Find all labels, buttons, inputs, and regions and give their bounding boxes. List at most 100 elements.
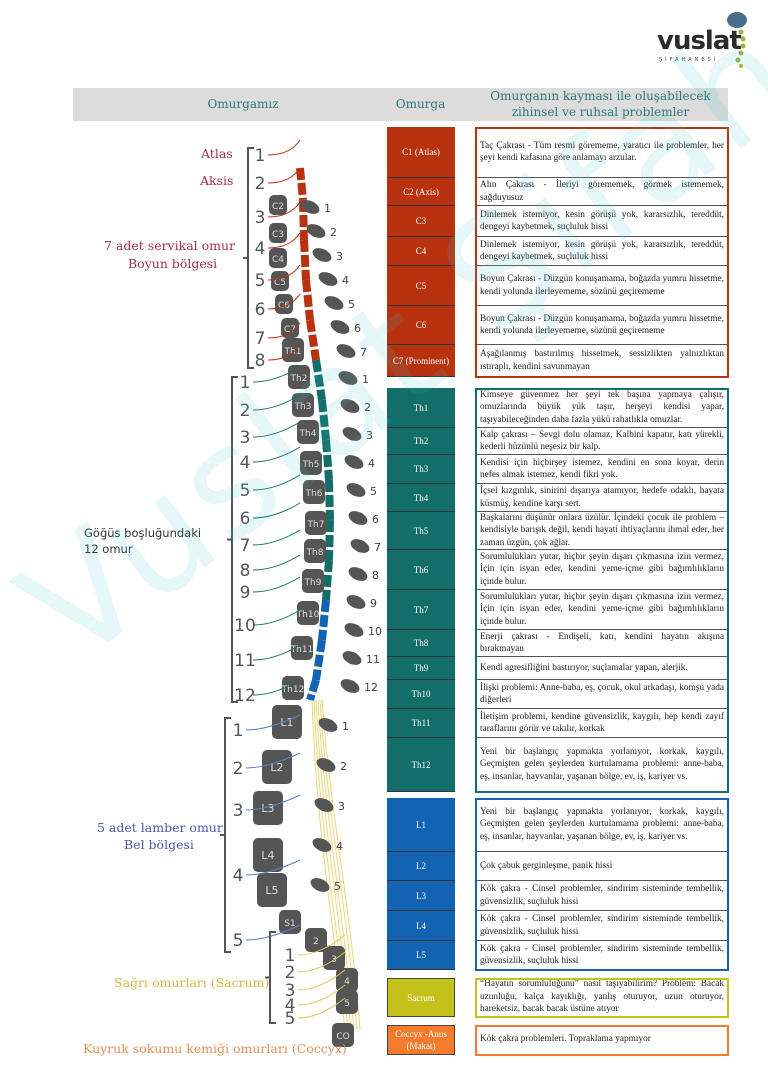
vertebra-cell: C7 (Prominent) — [387, 345, 455, 377]
vertebra-cell: Th6 — [387, 550, 455, 590]
header-omurgamiz: Omurgamız — [207, 97, 279, 111]
nerve-number: 9 — [240, 583, 251, 603]
vertebra-label: Th3 — [413, 464, 429, 474]
label-coccyx: Kuyruk sokumu kemiği omurları (Coccyx) — [83, 1041, 347, 1056]
spinal-cord-segment — [306, 678, 320, 702]
nerve-number: 7 — [255, 329, 266, 349]
nerve-line — [267, 167, 301, 184]
vertebra-cell: C5 — [387, 266, 455, 306]
process-number: 1 — [362, 373, 369, 386]
problem-cell: Boyun Çakrası - Düzgün konuşamama, boğaz… — [475, 266, 729, 306]
problem-text: İçsel kızgınlık, sinirini dışarıya atamı… — [480, 486, 724, 509]
vertebra-label: C5 — [415, 280, 427, 291]
nerve-number: 1 — [255, 146, 266, 166]
vertebra-cell: Th9 — [387, 657, 455, 680]
problem-cell: Çok çabuk gerginleşme, panik hissi — [475, 852, 729, 881]
vertebral-body-label: L4 — [261, 849, 274, 862]
nerve-line — [297, 934, 346, 956]
vertebral-body — [269, 195, 287, 215]
spinous-process — [340, 399, 360, 413]
spinal-cord-segment — [322, 559, 333, 601]
vertebral-body — [275, 294, 293, 314]
vertebra-cell: L4 — [387, 911, 455, 941]
nerve-line — [252, 529, 301, 546]
process-number: 1 — [342, 720, 349, 733]
vertebral-body-label: Th6 — [305, 489, 323, 499]
nerve-number: 2 — [233, 759, 244, 779]
nerve-line — [297, 969, 346, 991]
bracket-sacral — [265, 931, 276, 1024]
problem-cell: Kalp çakrası – Sevgi dolu olamaz, Kalbin… — [475, 428, 729, 455]
process-number: 11 — [366, 653, 380, 666]
problem-text: Aşağılanmış bastırılmış hissetmek, sessi… — [480, 349, 724, 372]
spinous-process — [342, 651, 362, 665]
vertebral-body-label: Th8 — [306, 548, 324, 558]
nerve-line — [267, 344, 301, 361]
vertebral-body — [257, 873, 287, 907]
vertebra-label: L3 — [416, 890, 426, 901]
vertebral-body-label: Th9 — [304, 578, 322, 588]
vertebral-body — [304, 539, 326, 563]
vertebra-cell: Th11 — [387, 709, 455, 738]
vertebral-body-label: C5 — [274, 278, 286, 288]
vertebral-body-label: CO — [336, 1032, 349, 1042]
vertebral-body-label: C7 — [284, 325, 296, 335]
vertebra-label: L5 — [416, 950, 426, 960]
process-number: 4 — [336, 840, 343, 853]
nerve-line — [252, 576, 301, 593]
problem-text: Kalp çakrası – Sevgi dolu olamaz, Kalbin… — [480, 429, 724, 453]
spinous-process — [350, 539, 370, 553]
spinous-process — [342, 427, 362, 441]
vertebra-cell: Th2 — [387, 428, 455, 455]
nerve-number: 2 — [285, 963, 296, 983]
nerve-number: 1 — [233, 721, 244, 741]
vertebral-body-label: L5 — [265, 884, 278, 897]
spinous-process — [346, 595, 366, 609]
nerve-number: 2 — [240, 401, 251, 421]
vertebral-body — [272, 705, 302, 739]
spinal-cord-segment — [322, 439, 333, 481]
nerve-line — [252, 446, 301, 463]
problem-text: Enerji çakrası - Endişeli, katı, kendini… — [480, 631, 724, 655]
problem-text: Alın Çakrası - İleriyi görememek, görmek… — [480, 180, 724, 203]
nerve-number: 12 — [234, 686, 256, 706]
spinous-process — [314, 798, 334, 812]
nerve-line — [245, 752, 301, 769]
spinous-process — [336, 344, 356, 358]
vertebra-cell: Th5 — [387, 512, 455, 550]
vertebra-cell: C4 — [387, 237, 455, 266]
vertebra-label: Th10 — [411, 689, 431, 699]
nerve-number: 3 — [285, 981, 296, 1001]
problem-cell: Yeni bir başlangıç yapmakta yorlanıyor, … — [475, 798, 729, 852]
vertebral-body — [282, 676, 304, 700]
vertebral-body-label: Th3 — [294, 402, 312, 412]
problem-cell: Kök çakra problemleri. Topraklama yapmıy… — [475, 1025, 729, 1055]
process-number: 4 — [342, 274, 349, 287]
vertebral-body-label: S1 — [284, 919, 295, 929]
vertebral-body — [336, 968, 358, 992]
spinous-process — [346, 483, 366, 497]
process-number: 2 — [364, 401, 371, 414]
nerve-number: 8 — [255, 351, 266, 371]
nerve-number: 4 — [285, 996, 296, 1016]
nerve-line — [245, 859, 301, 876]
spinal-cord-segment — [312, 639, 326, 681]
problem-text: Kendisi için hiçbirşey istemez, kendini … — [480, 457, 724, 481]
process-number: 8 — [372, 569, 379, 582]
process-number: 6 — [354, 322, 361, 335]
vertebral-body — [300, 451, 322, 475]
problem-cell: Kök çakra - Cinsel problemler, sindirim … — [475, 881, 729, 911]
problem-cell: Alın Çakrası - İleriyi görememek, görmek… — [475, 178, 729, 206]
nerve-number: 5 — [233, 931, 244, 951]
brain-spine-logo-icon — [727, 12, 747, 68]
vertebra-cell: Th7 — [387, 590, 455, 630]
header-omurga: Omurga — [395, 97, 446, 111]
spinal-cord-segment — [296, 167, 307, 201]
process-number: 6 — [372, 513, 379, 526]
problem-cell: Yeni bir başlangıç yapmakta yorlanıyor, … — [475, 738, 729, 792]
nerve-number: 4 — [255, 239, 266, 259]
process-number: 7 — [360, 346, 367, 359]
vertebra-label: Th7 — [413, 604, 429, 615]
problem-text: Kök çakra - Cinsel problemler, sindirim … — [480, 943, 724, 967]
vertebral-body — [269, 248, 287, 268]
